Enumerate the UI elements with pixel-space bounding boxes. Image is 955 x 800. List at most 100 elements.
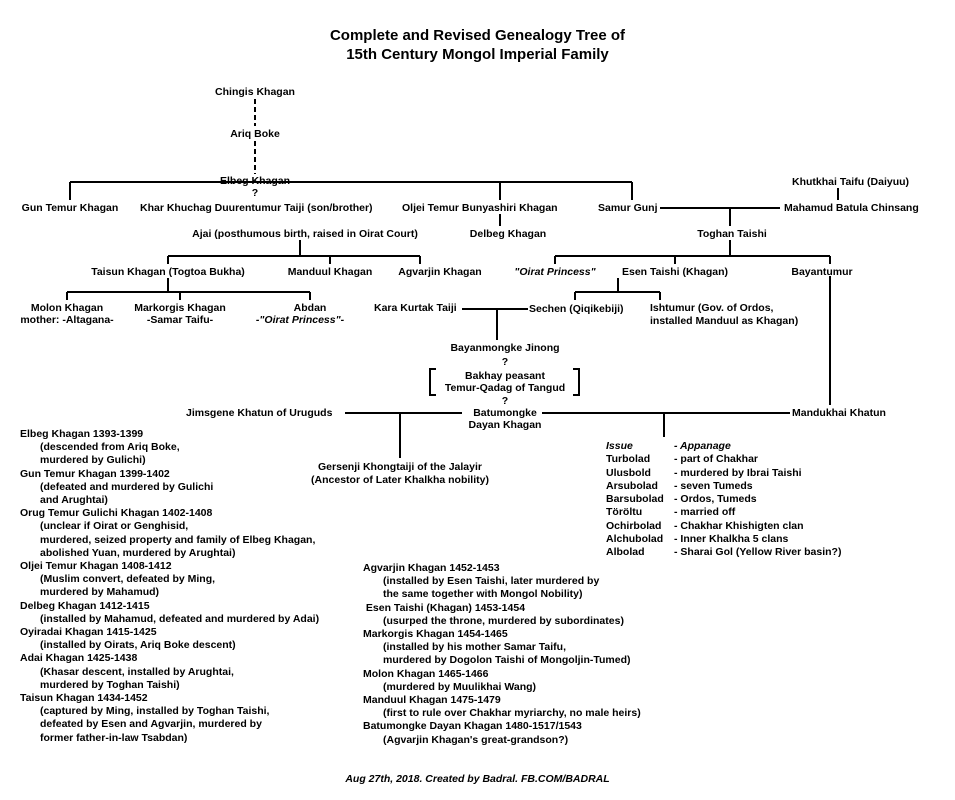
issue-name: Alchubolad <box>606 533 664 546</box>
issue-name: Barsubolad <box>606 493 664 506</box>
uncertain-mark: ? <box>251 187 259 199</box>
title-line-1: Complete and Revised Genealogy Tree of <box>329 27 626 44</box>
node-chingis-khagan: Chingis Khagan <box>215 86 295 98</box>
chronology-row: (defeated and murdered by Gulichi <box>40 480 214 493</box>
chronology-row: (captured by Ming, installed by Toghan T… <box>40 705 270 718</box>
issue-header-left: Issue <box>606 440 633 452</box>
chronology-row: Delbeg Khagan 1412-1415 <box>20 599 150 612</box>
node-temur-qadag: Temur-Qadag of Tangud <box>444 382 566 394</box>
chronology-row: Markorgis Khagan 1454-1465 <box>363 628 508 641</box>
chronology-row: (installed by Mahamud, defeated and murd… <box>40 612 320 625</box>
issue-row: Ochirbolad - Chakhar Khishigten clan <box>606 520 841 533</box>
issue-name: Albolad <box>606 546 645 559</box>
issue-appanage: - murdered by Ibrai Taishi <box>674 466 802 479</box>
issue-name: Töröltu <box>606 506 643 519</box>
node-mandukhai-khatun: Mandukhai Khatun <box>792 407 886 419</box>
chronology-row: Adai Khagan 1425-1438 <box>20 652 138 665</box>
chronology-row: Agvarjin Khagan 1452-1453 <box>363 562 500 574</box>
chronology-row: murdered by Toghan Taishi) <box>40 678 180 691</box>
node-delbeg-khagan: Delbeg Khagan <box>469 228 547 240</box>
title-line-2: 15th Century Mongol Imperial Family <box>346 46 609 63</box>
node-oljei-temur: Oljei Temur Bunyashiri Khagan <box>402 202 558 214</box>
chronology-row: Molon Khagan 1465-1466 <box>363 667 489 680</box>
node-toghan-taishi: Toghan Taishi <box>697 228 767 240</box>
node-dayan-khagan: Dayan Khagan <box>468 419 542 431</box>
issue-row: Albolad - Sharai Gol (Yellow River basin?… <box>606 546 841 559</box>
chronology-row: (installed by his mother Samar Taifu, <box>383 641 567 654</box>
node-bayanmongke-jinong: Bayanmongke Jinong <box>450 342 560 354</box>
issue-appanage: - part of Chakhar <box>674 453 759 466</box>
chronology-row: (installed by Esen Taishi, later murdere… <box>383 575 600 588</box>
chronology-row: the same together with Mongol Nobility) <box>383 588 583 601</box>
chronology-row: former father-in-law Tsabdan) <box>40 731 188 744</box>
chronology-row: Oyiradai Khagan 1415-1425 <box>20 626 157 639</box>
chronology-right: Agvarjin Khagan 1452-1453 (installed by … <box>363 562 641 747</box>
chronology-row: (installed by Oirats, Ariq Boke descent) <box>40 639 236 652</box>
chronology-row: defeated by Esen and Agvarjin, murdered … <box>40 718 262 731</box>
chronology-row: Esen Taishi (Khagan) 1453-1454 <box>363 601 526 614</box>
chronology-left: Elbeg Khagan 1393-1399 (descended from A… <box>20 428 319 745</box>
issue-appanage-table: Issue- Appanage Turbolad- part of Chakha… <box>606 440 841 560</box>
issue-row: Alchubolad- Inner Khalkha 5 clans <box>606 533 841 546</box>
chronology-row: Taisun Khagan 1434-1452 <box>20 692 148 705</box>
chronology-row: (Khasar descent, installed by Arughtai, <box>40 665 234 678</box>
chronology-row: Manduul Khagan 1475-1479 <box>363 694 501 707</box>
node-kara-kurtak-taiji: Kara Kurtak Taiji <box>374 302 457 314</box>
node-ajai: Ajai (posthumous birth, raised in Oirat … <box>192 228 418 240</box>
node-bakhay-peasant: Bakhay peasant <box>465 370 545 382</box>
node-jimsgene-khatun: Jimsgene Khatun of Uruguds <box>186 407 333 419</box>
node-agvarjin-khagan: Agvarjin Khagan <box>398 266 482 278</box>
issue-name: Arsubolad <box>606 479 658 492</box>
node-bayantumur: Bayantumur <box>791 266 853 278</box>
node-khar-khuchag: Khar Khuchag Duurentumur Taiji (son/brot… <box>140 202 373 214</box>
chronology-row: murdered by Dogolon Taishi of Mongoljin-… <box>383 654 631 667</box>
issue-header-right: - Appanage <box>674 440 731 452</box>
chronology-row: (descended from Ariq Boke, <box>40 441 180 454</box>
node-molon-khagan: Molon Khagan <box>30 302 104 314</box>
node-khutkhai-taifu: Khutkhai Taifu (Daiyuu) <box>792 176 910 188</box>
bracket-right <box>573 368 580 396</box>
issue-name: Ulusbold <box>606 466 651 479</box>
chronology-row: murdered by Mahamud) <box>40 586 160 599</box>
issue-row: Töröltu - married off <box>606 506 841 519</box>
chronology-row: Elbeg Khagan 1393-1399 <box>20 428 144 440</box>
node-elbeg-khagan: Elbeg Khagan <box>219 175 291 187</box>
chronology-row: and Arughtai) <box>40 494 108 507</box>
chronology-row: (first to rule over Chakhar myriarchy, n… <box>383 707 641 720</box>
node-ishtumur-2: installed Manduul as Khagan) <box>650 315 799 327</box>
chronology-row: Orug Temur Gulichi Khagan 1402-1408 <box>20 507 213 520</box>
node-gersenji-note: (Ancestor of Later Khalkha nobility) <box>311 474 489 486</box>
issue-row: Barsubolad - Ordos, Tumeds <box>606 493 841 506</box>
node-abdan-mother: -"Oirat Princess"- <box>255 314 345 326</box>
node-markorgis-mother: -Samar Taifu- <box>146 314 214 326</box>
node-markorgis-khagan: Markorgis Khagan <box>134 302 226 314</box>
node-mahamud-batula: Mahamud Batula Chinsang <box>784 202 919 214</box>
chronology-row: (Muslim convert, defeated by Ming, <box>40 573 216 586</box>
issue-name: Ochirbolad <box>606 519 662 532</box>
bracket-left <box>429 368 436 396</box>
node-molon-mother: mother: -Altagana- <box>20 314 114 326</box>
chronology-row: (unclear if Oirat or Genghisid, <box>40 520 189 533</box>
uncertain-mark-3: ? <box>501 395 509 407</box>
node-abdan: Abdan <box>293 302 327 314</box>
chronology-row: (murdered by Muulikhai Wang) <box>383 680 537 693</box>
issue-appanage: - seven Tumeds <box>674 479 753 492</box>
issue-appanage: - married off <box>674 506 736 519</box>
issue-appanage: - Ordos, Tumeds <box>674 493 757 506</box>
node-gersenji-khongtaiji: Gersenji Khongtaiji of the Jalayir <box>318 461 482 473</box>
chronology-row: (usurped the throne, murdered by subordi… <box>383 614 624 627</box>
node-manduul-khagan: Manduul Khagan <box>287 266 373 278</box>
issue-row: Arsubolad - seven Tumeds <box>606 480 841 493</box>
uncertain-mark-2: ? <box>501 356 509 368</box>
chronology-row: Oljei Temur Khagan 1408-1412 <box>20 560 172 573</box>
chronology-row: Gun Temur Khagan 1399-1402 <box>20 467 170 480</box>
node-ishtumur-1: Ishtumur (Gov. of Ordos, <box>650 302 774 314</box>
issue-row: Ulusbold - murdered by Ibrai Taishi <box>606 467 841 480</box>
node-gun-temur-khagan: Gun Temur Khagan <box>21 202 119 214</box>
footer-credit: Aug 27th, 2018. Created by Badral. FB.CO… <box>345 773 610 785</box>
chronology-row: murdered by Gulichi) <box>40 454 146 467</box>
issue-appanage: - Chakhar Khishigten clan <box>674 519 804 532</box>
node-samur-gunj: Samur Gunj <box>598 202 658 214</box>
issue-appanage: - Sharai Gol (Yellow River basin?) <box>674 546 842 559</box>
